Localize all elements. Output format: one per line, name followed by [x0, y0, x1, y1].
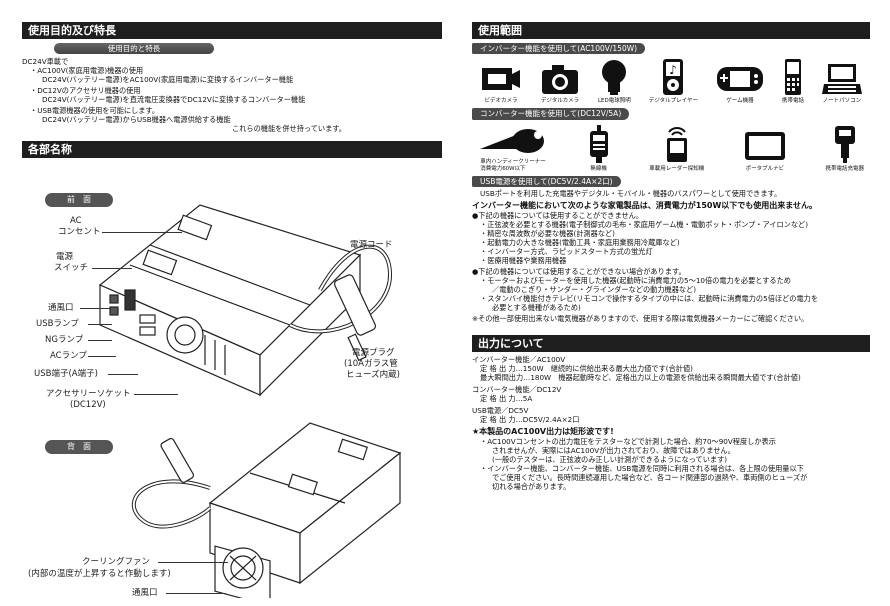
- list2-head: ●下記の機器については使用することができない場合があります。: [472, 266, 686, 276]
- music-player-icon: ♪ デジタルプレイヤー: [649, 58, 698, 105]
- leader-line: [88, 340, 112, 341]
- list1-item: ・医療用機器や業務用機器: [480, 255, 567, 265]
- left-column: 使用目的及び特長 使用目的と特長 DC24V車載で ・AC100V(家庭用電源)…: [22, 22, 442, 159]
- out-converter-rated: 定 格 出 力…5A: [480, 393, 533, 403]
- right-column: 使用範囲 インバーター機能を使用して(AC100V/150W) ビデオカメラ デ…: [472, 22, 870, 491]
- label-ac-lamp: ACランプ: [50, 351, 87, 361]
- label-power-cord: 電源コード: [350, 240, 393, 250]
- out-usb-title: USB電源／DC5V: [472, 405, 529, 415]
- leader-line: [102, 232, 182, 233]
- out-converter-title: コンバーター機能／DC12V: [472, 384, 562, 394]
- label-acc-socket-1: アクセサリーソケット: [46, 389, 131, 399]
- leader-line: [158, 562, 228, 563]
- feature-1: ・AC100V(家庭用電源)機器の使用: [30, 66, 144, 76]
- feature-3: ・USB電源機器の使用を可能にします。: [30, 106, 160, 116]
- usb-pill: USB電源を使用して(DC5V/2.4A×2口): [472, 175, 621, 187]
- label-usb-lamp: USBランプ: [36, 319, 79, 329]
- label-back-vent: 通風口: [132, 588, 158, 598]
- leader-line: [80, 308, 110, 309]
- game-console-icon: ゲーム機器: [716, 62, 764, 105]
- rect-line: されませんが、実際にはAC100Vが出力されており、故障ではありません。: [492, 445, 735, 455]
- feature-1-desc: DC24V(バッテリー電源)をAC100V(家庭用電源)に変換するインバーター機…: [42, 75, 294, 85]
- leader-line: [166, 593, 226, 594]
- leader-line: [92, 268, 132, 269]
- label-power-switch-2: スイッチ: [54, 263, 89, 273]
- rect-line: ・インバーター機能、コンバーター機能、USB電源を同時に利用される場合は、各上限…: [480, 463, 804, 473]
- inverter-note: インバーター機能において次のような家電製品は、消費電力が150W以下でも使用出来…: [472, 200, 818, 210]
- output-header: 出力について: [472, 334, 870, 352]
- label-fan-2: (内部の温度が上昇すると作動します): [28, 569, 171, 579]
- svg-text:♪: ♪: [670, 63, 678, 77]
- leader-line: [134, 394, 178, 395]
- out-inverter-peak: 最大瞬間出力…180W 機器起動時など、定格出力以上の電源を供給出来る瞬間最大値…: [480, 372, 801, 382]
- back-pill: 背 面: [45, 440, 113, 454]
- inverter-front-illustration: [98, 204, 393, 397]
- list2-item: ・スタンバイ機能付きテレビ(リモコンで操作するタイプの中には、起動時に消費電力の…: [480, 293, 819, 303]
- list1-item: ・正弦波を必要とする機器(電子制御式の毛布・家庭用ゲーム機・電動ポット・ポンプ・…: [480, 219, 809, 229]
- label-plug-3: ヒューズ内蔵): [346, 370, 400, 380]
- out-inverter-title: インバーター機能／AC100V: [472, 354, 566, 364]
- feature-3-desc: DC24V(バッテリー電源)からUSB機器へ電源供給する機能: [42, 115, 231, 125]
- list1-head: ●下記の機器については使用することができません。: [472, 210, 644, 220]
- label-usb-port: USB端子(A端子): [34, 369, 98, 379]
- rect-line: 切れる場合があります。: [492, 481, 571, 491]
- phone-charger-icon: 携帯電話充電器: [825, 124, 864, 173]
- parts-header: 各部名称: [22, 141, 442, 159]
- out-inverter-rated: 定 格 出 力…150W 継続的に供給出来る最大出力値です(合計値): [480, 363, 693, 373]
- feature-2: ・DC12Vのアクセサリ機器の使用: [30, 86, 141, 96]
- leader-line: [88, 356, 116, 357]
- list2-note: ※その他一部使用出来ない電気機器がありますので、使用する際は電気機器メーカーにご…: [472, 313, 809, 323]
- purpose-header: 使用目的及び特長: [22, 22, 442, 39]
- label-ac-outlet-1: AC: [70, 216, 82, 226]
- rect-line: ・AC100Vコンセントの出力電圧をテスターなどで計測した場合、約70〜90V程…: [480, 436, 776, 446]
- list1-item: ・インバーター方式、ラピッドスタート方式の蛍光灯: [480, 246, 653, 256]
- range-header: 使用範囲: [472, 22, 870, 39]
- feature-2-desc: DC24V(バッテリー電源)を直流電圧変換器でDC12Vに変換するコンバーター機…: [42, 95, 306, 105]
- hand-cleaner-icon: 車内ハンディークリーナー 消費電力60W以下: [478, 125, 548, 173]
- converter-pill: コンバーター機能を使用して(DC12V/5A): [472, 108, 630, 120]
- rect-line: (一般のテスターは、正弦波のみ正しい計測ができるようになっています): [492, 454, 728, 464]
- leader-line: [88, 324, 112, 325]
- mobile-phone-icon: 携帯電話: [782, 58, 804, 105]
- list2-item: 必要とする機種があるため): [492, 302, 581, 312]
- purpose-pill: 使用目的と特長: [54, 43, 214, 55]
- label-power-switch-1: 電源: [56, 252, 74, 262]
- video-camera-icon: ビデオカメラ: [480, 62, 522, 105]
- out-usb-rated: 定 格 出 力…DC5V/2.4A×2口: [480, 414, 580, 424]
- usb-text: USBポートを利用した充電器やデジタル・モバイル・機器のバスパワーとして使用でき…: [480, 188, 782, 198]
- label-ac-outlet-2: コンセント: [58, 227, 101, 237]
- label-acc-socket-2: (DC12V): [70, 400, 106, 410]
- label-ng-lamp: NGランプ: [45, 335, 84, 345]
- leader-line: [108, 374, 138, 375]
- radio-icon: 無線機: [587, 124, 611, 173]
- camera-icon: デジタルカメラ: [540, 62, 580, 105]
- portable-navi-icon: ポータブルナビ: [743, 130, 787, 173]
- list2-item: ／電動のこぎり・サンダー・グラインダーなどの動力機器など): [492, 284, 697, 294]
- inverter-pill: インバーター機能を使用して(AC100V/150W): [472, 43, 646, 55]
- rect-title: ★本製品のAC100V出力は矩形波です!: [472, 426, 614, 436]
- inverter-back-illustration: [132, 422, 402, 598]
- label-vent: 通風口: [48, 303, 74, 313]
- label-plug-2: (10Aガラス管: [344, 359, 398, 369]
- led-bulb-icon: LED電球照明: [598, 58, 631, 105]
- rect-line: でご使用ください。長時間連続運用した場合など、各コード関連部の過熱や、車両側のヒ…: [492, 472, 808, 482]
- list2-item: ・モーターおよびモーターを使用した機器(起動時に消費電力の5〜10倍の電力を必要…: [480, 275, 791, 285]
- feature-summary: これらの機能を併せ持っています。: [232, 124, 346, 134]
- label-plug-1: 電源プラグ: [352, 348, 395, 358]
- list1-item: ・起動電力の大きな機器(電動工具・家庭用業務用冷蔵庫など): [480, 237, 680, 247]
- radar-detector-icon: 車載用レーダー探知機: [649, 124, 704, 173]
- laptop-icon: ノートパソコン: [821, 62, 862, 105]
- front-pill: 前 面: [45, 193, 113, 207]
- label-fan-1: クーリングファン: [82, 557, 151, 567]
- list1-item: ・精密な周波数が必要な機器(計測器など): [480, 228, 615, 238]
- intro-text: DC24V車載で: [22, 57, 69, 67]
